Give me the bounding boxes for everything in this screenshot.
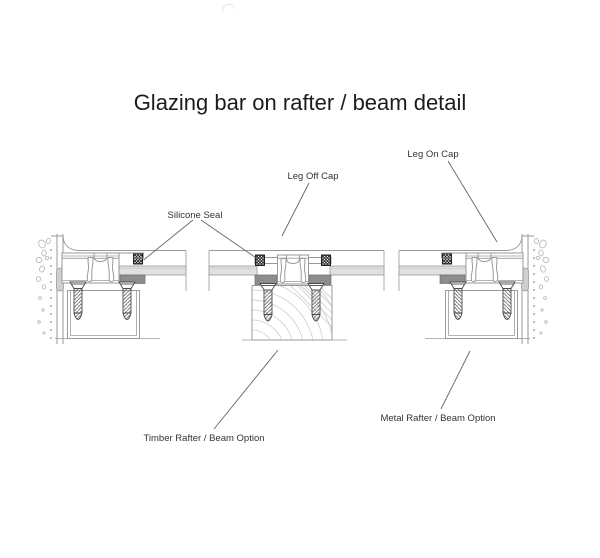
- right-glazing-bar-detail-metal: [399, 251, 530, 339]
- glazing-bar-channel: [277, 254, 309, 285]
- annotations: Silicone Seal Leg Off Cap Leg On Cap Tim…: [143, 149, 498, 444]
- glass-panel: [329, 265, 385, 276]
- leader-line-leg-off-cap: [281, 182, 310, 237]
- silicone-seal: [255, 254, 265, 266]
- leader-line-silicone-seal-left: [143, 219, 194, 261]
- diagram-title: Glazing bar on rafter / beam detail: [134, 90, 467, 115]
- middle-glazing-bar-detail-timber: [208, 250, 385, 341]
- leader-line-leg-on-cap: [447, 160, 498, 243]
- timber-rafter-option-label: Timber Rafter / Beam Option: [143, 433, 264, 444]
- leader-line-metal-option: [440, 350, 471, 410]
- leader-line-timber-option: [213, 349, 279, 430]
- left-glazing-bar-detail: [55, 251, 186, 339]
- silicone-seal-label: Silicone Seal: [168, 210, 223, 221]
- leg-on-cap-label: Leg On Cap: [407, 149, 458, 160]
- silicone-seal: [321, 254, 331, 266]
- metal-rafter-option-label: Metal Rafter / Beam Option: [380, 413, 495, 424]
- leg-off-cap-label: Leg Off Cap: [287, 171, 338, 182]
- glass-panel: [208, 265, 258, 276]
- leader-line-silicone-seal-right: [200, 219, 258, 259]
